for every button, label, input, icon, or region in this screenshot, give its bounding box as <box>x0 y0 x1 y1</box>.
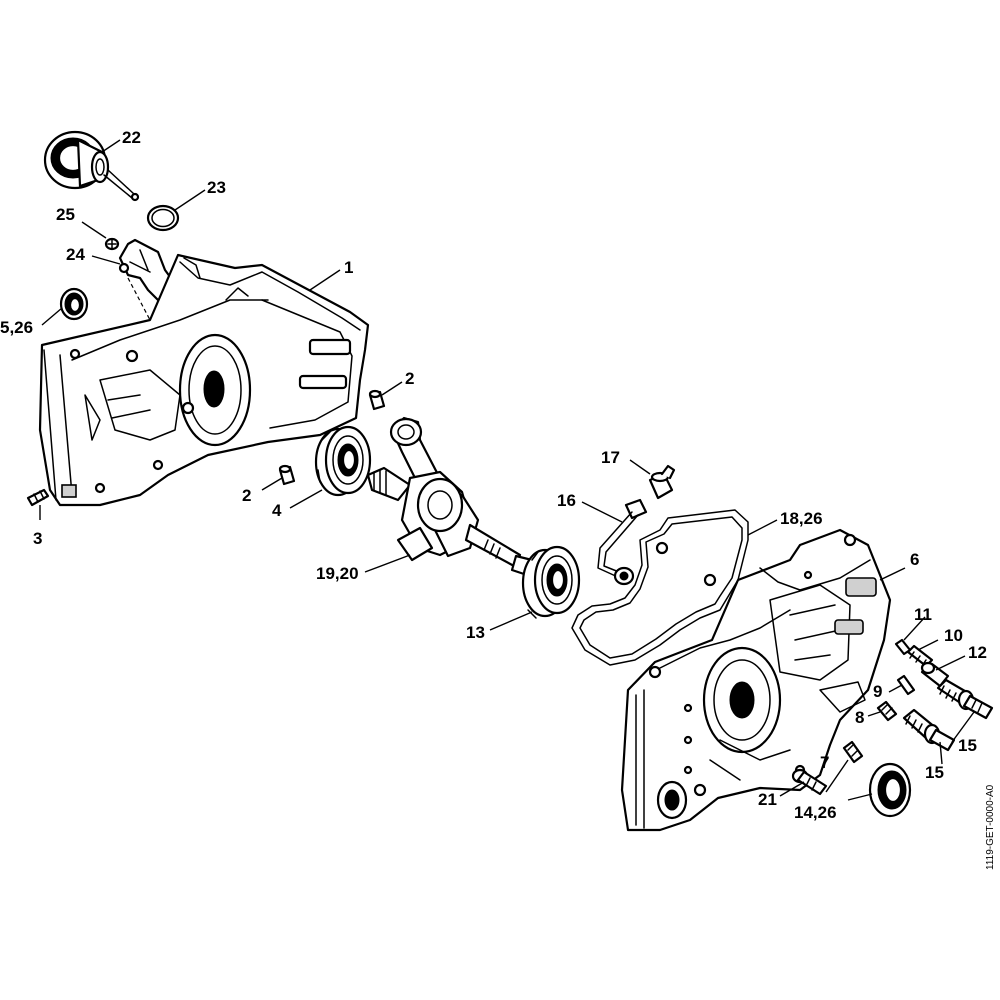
callout-17: 17 <box>601 448 620 467</box>
part-16-oil-line <box>597 498 648 586</box>
part-5-26-oil-seal <box>59 287 89 321</box>
callout-14-26: 14,26 <box>794 803 837 822</box>
callout-2-upper: 2 <box>405 369 414 388</box>
callout-25: 25 <box>56 205 75 224</box>
part-25-screw <box>104 237 120 251</box>
part-15-collar-stud-lower <box>902 708 956 752</box>
callout-2-lower: 2 <box>242 486 251 505</box>
callout-6: 6 <box>910 550 919 569</box>
part-2-sleeve-lower <box>278 464 296 486</box>
callout-18-26: 18,26 <box>780 509 823 528</box>
callout-labels: 22 23 25 24 1 5,26 2 2 3 4 17 16 18,26 1… <box>0 128 987 822</box>
part-18-26-gasket <box>571 509 749 666</box>
callout-3: 3 <box>33 529 42 548</box>
part-3-fitting <box>26 488 50 507</box>
callout-24: 24 <box>66 245 85 264</box>
callout-19-20: 19,20 <box>316 564 359 583</box>
leader-lines <box>39 139 975 801</box>
part-17-fitting <box>648 464 676 500</box>
callout-13: 13 <box>466 623 485 642</box>
part-23-o-ring <box>146 204 180 232</box>
callout-15-lower: 15 <box>925 763 944 782</box>
part-22-cap <box>43 130 140 202</box>
part-15-collar-stud-upper <box>936 678 994 720</box>
part-21-screw <box>791 768 828 796</box>
callout-5-26: 5,26 <box>0 318 33 337</box>
callout-1: 1 <box>344 258 353 277</box>
callout-21: 21 <box>758 790 777 809</box>
part-9-pin <box>896 674 916 696</box>
part-12-stud <box>920 661 950 688</box>
callout-23: 23 <box>207 178 226 197</box>
part-2-sleeve-upper <box>368 389 386 411</box>
callout-7: 7 <box>820 753 829 772</box>
callout-22: 22 <box>122 128 141 147</box>
part-14-26-oil-seal <box>868 762 912 818</box>
part-6-crankcase-half <box>620 528 892 832</box>
callout-8: 8 <box>855 708 864 727</box>
callout-10: 10 <box>944 626 963 645</box>
part-4-ball-bearing <box>314 425 372 497</box>
callout-9: 9 <box>873 682 882 701</box>
drawing-code: 1119-GET-0000-A0 <box>985 784 996 870</box>
callout-12: 12 <box>968 643 987 662</box>
part-7-stud <box>842 740 864 764</box>
callout-11: 11 <box>914 605 932 624</box>
part-8-stud <box>876 700 898 722</box>
callout-4: 4 <box>272 501 282 520</box>
callout-16: 16 <box>557 491 576 510</box>
part-13-ball-bearing <box>521 545 581 619</box>
part-19-20-crankshaft <box>366 416 534 578</box>
callout-15-upper: 15 <box>958 736 977 755</box>
part-1-crankcase-half <box>38 253 370 507</box>
